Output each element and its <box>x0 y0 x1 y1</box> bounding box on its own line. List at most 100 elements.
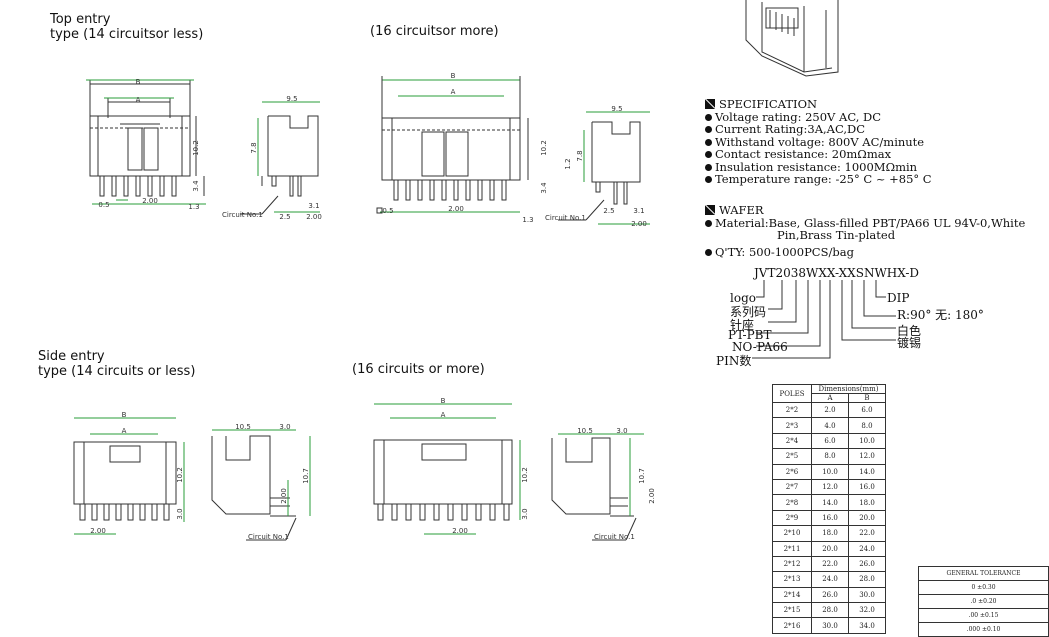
bullet-icon <box>705 248 712 256</box>
dim-2_00-side-large-v: 2.00 <box>648 488 656 504</box>
dim-2_5-top-small: 2.5 <box>279 213 290 221</box>
dim-b-cell: 12.0 <box>848 448 886 465</box>
top-entry-type-label: type (14 circuitsor less) <box>50 27 204 42</box>
side-entry-title: Side entry type (14 circuits or less) <box>38 349 195 379</box>
tolerance-row: .00 ±0.15 <box>918 608 1049 623</box>
side-small-front-view <box>73 417 185 535</box>
dim-b-cell: 16.0 <box>848 478 886 496</box>
spec-item: Withstand voltage: 800V AC/minute <box>705 135 932 149</box>
dim-a-side-small: A <box>122 427 127 435</box>
pole-cell: 2*16 <box>772 617 812 634</box>
pole-cell: 2*7 <box>772 478 812 496</box>
dim-3_4-top-large: 3.4 <box>540 182 548 194</box>
pole-cell: 2*6 <box>772 463 812 480</box>
pn-dip: DIP <box>887 291 910 305</box>
dim-7_8-top-large: 7.8 <box>576 150 584 161</box>
pole-cell: 2*13 <box>772 571 812 588</box>
pn-pin-count: PIN数 <box>716 354 752 368</box>
dim-2_00-side-large: 2.00 <box>452 527 468 535</box>
dim-3_1-top-small: 3.1 <box>308 202 319 210</box>
side-small-side-view <box>211 429 311 541</box>
dim-b-cell: 10.0 <box>848 432 886 450</box>
dim-2_00-top-small: 2.00 <box>142 197 158 205</box>
dim-3_0-side-large: 3.0 <box>616 427 627 435</box>
dim-10_7-side-small: 10.7 <box>302 468 310 484</box>
tolerance-row: 0 ±0.30 <box>918 580 1049 595</box>
dim-a-cell: 6.0 <box>811 432 849 450</box>
poles-header: POLES <box>772 384 812 403</box>
pn-series: 系列码 <box>730 305 767 319</box>
dim-2_00-side-small: 2.00 <box>90 527 106 535</box>
bullet-icon <box>705 176 712 183</box>
tolerance-table: GENERAL TOLERANCE 0 ±0.30 .0 ±0.20 .00 ±… <box>918 566 1049 637</box>
pole-cell: 2*15 <box>772 602 812 619</box>
pn-pt-pbt: PT-PBT <box>728 328 772 342</box>
dim-10_2-top-small: 10.2 <box>192 140 200 156</box>
bullet-icon <box>705 151 712 158</box>
bullet-icon <box>705 138 712 146</box>
pole-cell: 2*11 <box>772 540 812 557</box>
dim-3_1-top-large: 3.1 <box>633 207 644 215</box>
dim-2_5-top-large: 2.5 <box>603 207 614 215</box>
dim-b-side-large: B <box>441 397 446 405</box>
dim-a-cell: 2.0 <box>811 401 849 419</box>
tolerance-row: .000 ±0.10 <box>918 622 1049 637</box>
top-small-front-view <box>86 79 206 205</box>
part-number-leaders <box>752 280 896 359</box>
dim-3_0-side-large-v: 3.0 <box>521 508 529 519</box>
dim-b-cell: 22.0 <box>848 525 886 542</box>
pn-pin-seat: 针座 <box>730 318 755 332</box>
specification-heading: SPECIFICATION <box>705 98 932 111</box>
dim-1_3-top-large: 1.3 <box>522 216 533 224</box>
col-b-header: B <box>848 393 886 403</box>
dim-0_5-top-large: 0.5 <box>382 207 393 215</box>
pn-angle: R:90° 无: 180° <box>897 308 984 322</box>
spec-item: Contact resistance: 20mΩmax <box>705 148 932 161</box>
connector-3d-sketch <box>745 0 839 77</box>
pole-cell: 2*2 <box>772 401 812 419</box>
top-entry-large-title: (16 circuitsor more) <box>370 24 499 39</box>
dim-b-cell: 28.0 <box>848 571 886 588</box>
dimensions-header: Dimensions(mm) <box>811 384 886 394</box>
dim-1_3-top-small: 1.3 <box>188 203 199 211</box>
dim-2_00-top-small-side: 2.00 <box>306 213 322 221</box>
wafer-qty: Q'TY: 500-1000PCS/bag <box>705 245 1025 259</box>
dim-b-cell: 18.0 <box>848 494 886 511</box>
dim-a-cell: 4.0 <box>811 417 849 434</box>
specification-block: SPECIFICATION Voltage rating: 250V AC, D… <box>705 98 932 186</box>
dim-a-cell: 26.0 <box>811 586 849 604</box>
dim-a-cell: 30.0 <box>811 617 849 634</box>
section-marker-icon <box>705 99 715 109</box>
dim-a-top-large: A <box>451 88 456 96</box>
top-large-front-view <box>376 76 529 214</box>
bullet-icon <box>705 126 712 133</box>
dim-2_00-top-large: 2.00 <box>448 205 464 213</box>
dim-3_4-top-small: 3.4 <box>192 180 200 192</box>
dim-2_00-side-small-v: 2.00 <box>280 488 288 504</box>
dim-b-cell: 34.0 <box>848 617 886 634</box>
dim-9_5-top-small: 9.5 <box>286 95 297 103</box>
dim-b-cell: 24.0 <box>848 540 886 557</box>
dim-0_5-top-small: 0.5 <box>98 201 109 209</box>
top-small-side-view <box>240 101 320 215</box>
dim-3_0-side-small: 3.0 <box>279 423 290 431</box>
dim-10_2-side-small: 10.2 <box>176 467 184 483</box>
dim-b-cell: 26.0 <box>848 555 886 573</box>
pole-cell: 2*12 <box>772 555 812 573</box>
pole-cell: 2*4 <box>772 432 812 450</box>
side-entry-label: Side entry <box>38 349 105 364</box>
dim-a-cell: 20.0 <box>811 540 849 557</box>
side-large-front-view <box>373 403 521 535</box>
wafer-block: WAFER Material:Base, Glass-filled PBT/PA… <box>705 204 1025 258</box>
dim-10_7-side-large: 10.7 <box>638 468 646 484</box>
